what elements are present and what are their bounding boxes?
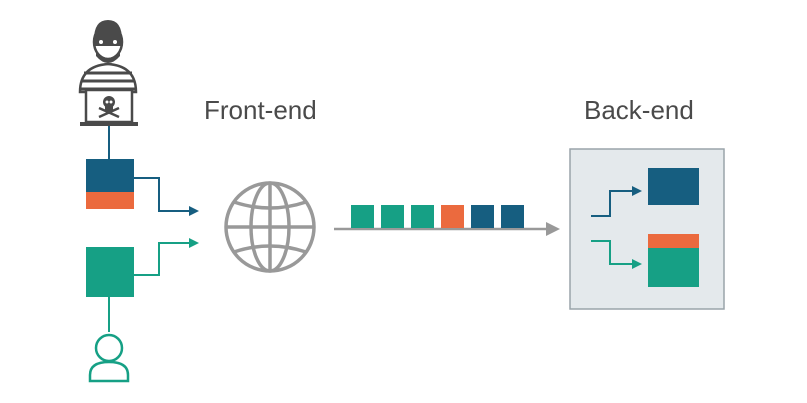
normal-request-block [86,247,134,297]
queue-item-teal [351,205,374,228]
queue-item-teal [381,205,404,228]
queue-item-dark_blue [501,205,524,228]
frontend-label: Front-end [204,95,317,125]
backend-arrow-teal [591,240,642,269]
queue-item-orange [441,205,464,228]
skull-icon [98,96,120,119]
queue-item-dark_blue [471,205,494,228]
hacker-icon [78,20,138,126]
backend-arrow-blue [591,186,642,217]
queue-item-teal [411,205,434,228]
smuggled-request-block [86,159,134,209]
user-icon [88,333,130,383]
user-arrow [134,238,199,276]
globe-icon [224,181,316,273]
backend-panel [569,148,725,310]
request-queue [351,205,524,228]
backend-request-blue [648,168,699,205]
backend-request-merged [648,234,699,287]
backend-label: Back-end [584,95,694,125]
attacker-arrow [134,177,199,216]
